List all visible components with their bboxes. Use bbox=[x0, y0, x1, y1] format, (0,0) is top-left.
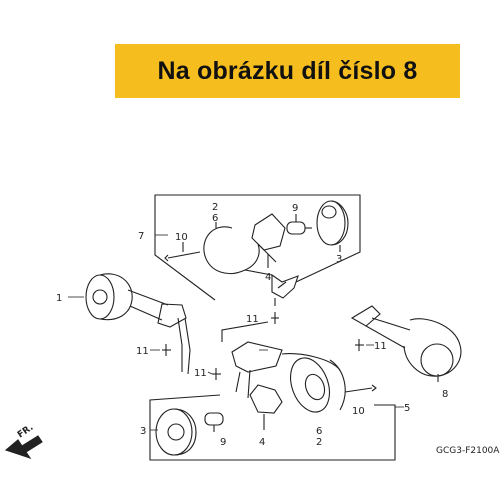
callout-2-lower: 2 bbox=[316, 437, 322, 448]
lens-part-6-upper bbox=[203, 222, 277, 276]
socket-part-3-upper bbox=[316, 200, 349, 252]
bolt-part-11-c bbox=[212, 368, 221, 380]
leader-lines bbox=[68, 234, 404, 431]
bolt-part-11-b bbox=[162, 344, 171, 356]
diagram-code: GCG3-F2100A bbox=[436, 446, 500, 456]
callout-11-a: 11 bbox=[246, 314, 259, 325]
callout-11-b: 11 bbox=[136, 346, 149, 357]
callout-4-lower: 4 bbox=[259, 437, 265, 448]
lens-part-6-lower bbox=[290, 357, 346, 413]
callout-11-c: 11 bbox=[194, 368, 207, 379]
callout-5: 5 bbox=[404, 403, 410, 414]
bulb-part-9-upper bbox=[286, 214, 312, 235]
reflector-part-4-upper bbox=[251, 213, 286, 268]
stem-upper bbox=[271, 273, 299, 299]
callout-9-upper: 9 bbox=[292, 203, 298, 214]
front-direction-arrow bbox=[4, 435, 43, 460]
stem-lower bbox=[231, 341, 341, 399]
callout-6-upper: 6 bbox=[212, 213, 218, 224]
callout-1: 1 bbox=[56, 293, 62, 304]
callout-10-lower: 10 bbox=[352, 406, 365, 417]
lower-assembly-frame bbox=[149, 321, 396, 461]
callout-8: 8 bbox=[442, 389, 448, 400]
banner-text: Na obrázku díl číslo 8 bbox=[157, 56, 418, 85]
reflector-part-4-lower bbox=[249, 384, 283, 430]
callout-6-lower: 6 bbox=[316, 426, 322, 437]
callout-labels: 1 2 6 7 10 4 9 3 11 11 11 11 8 5 3 9 4 6… bbox=[16, 202, 500, 456]
callout-11-d: 11 bbox=[374, 341, 387, 352]
socket-part-3-lower bbox=[155, 408, 197, 456]
callout-3-upper: 3 bbox=[336, 254, 342, 265]
callout-2-upper: 2 bbox=[212, 202, 218, 213]
direction-label: FR. bbox=[16, 423, 35, 441]
screw-part-10-upper bbox=[164, 242, 201, 262]
bolt-part-11-d bbox=[355, 339, 364, 351]
callout-9-lower: 9 bbox=[220, 437, 226, 448]
part-number-banner: Na obrázku díl číslo 8 bbox=[115, 44, 460, 98]
bulb-part-9-lower bbox=[204, 412, 224, 432]
callout-10-upper: 10 bbox=[175, 232, 188, 243]
bolt-part-11-a bbox=[271, 298, 279, 324]
callout-3-lower: 3 bbox=[140, 426, 146, 437]
callout-7: 7 bbox=[138, 231, 144, 242]
upper-assembly-frame bbox=[154, 194, 361, 301]
callout-4-upper: 4 bbox=[265, 272, 271, 283]
turn-signal-part-8 bbox=[350, 305, 462, 382]
screw-part-10-lower bbox=[344, 384, 377, 393]
turn-signal-part-1 bbox=[85, 273, 191, 375]
